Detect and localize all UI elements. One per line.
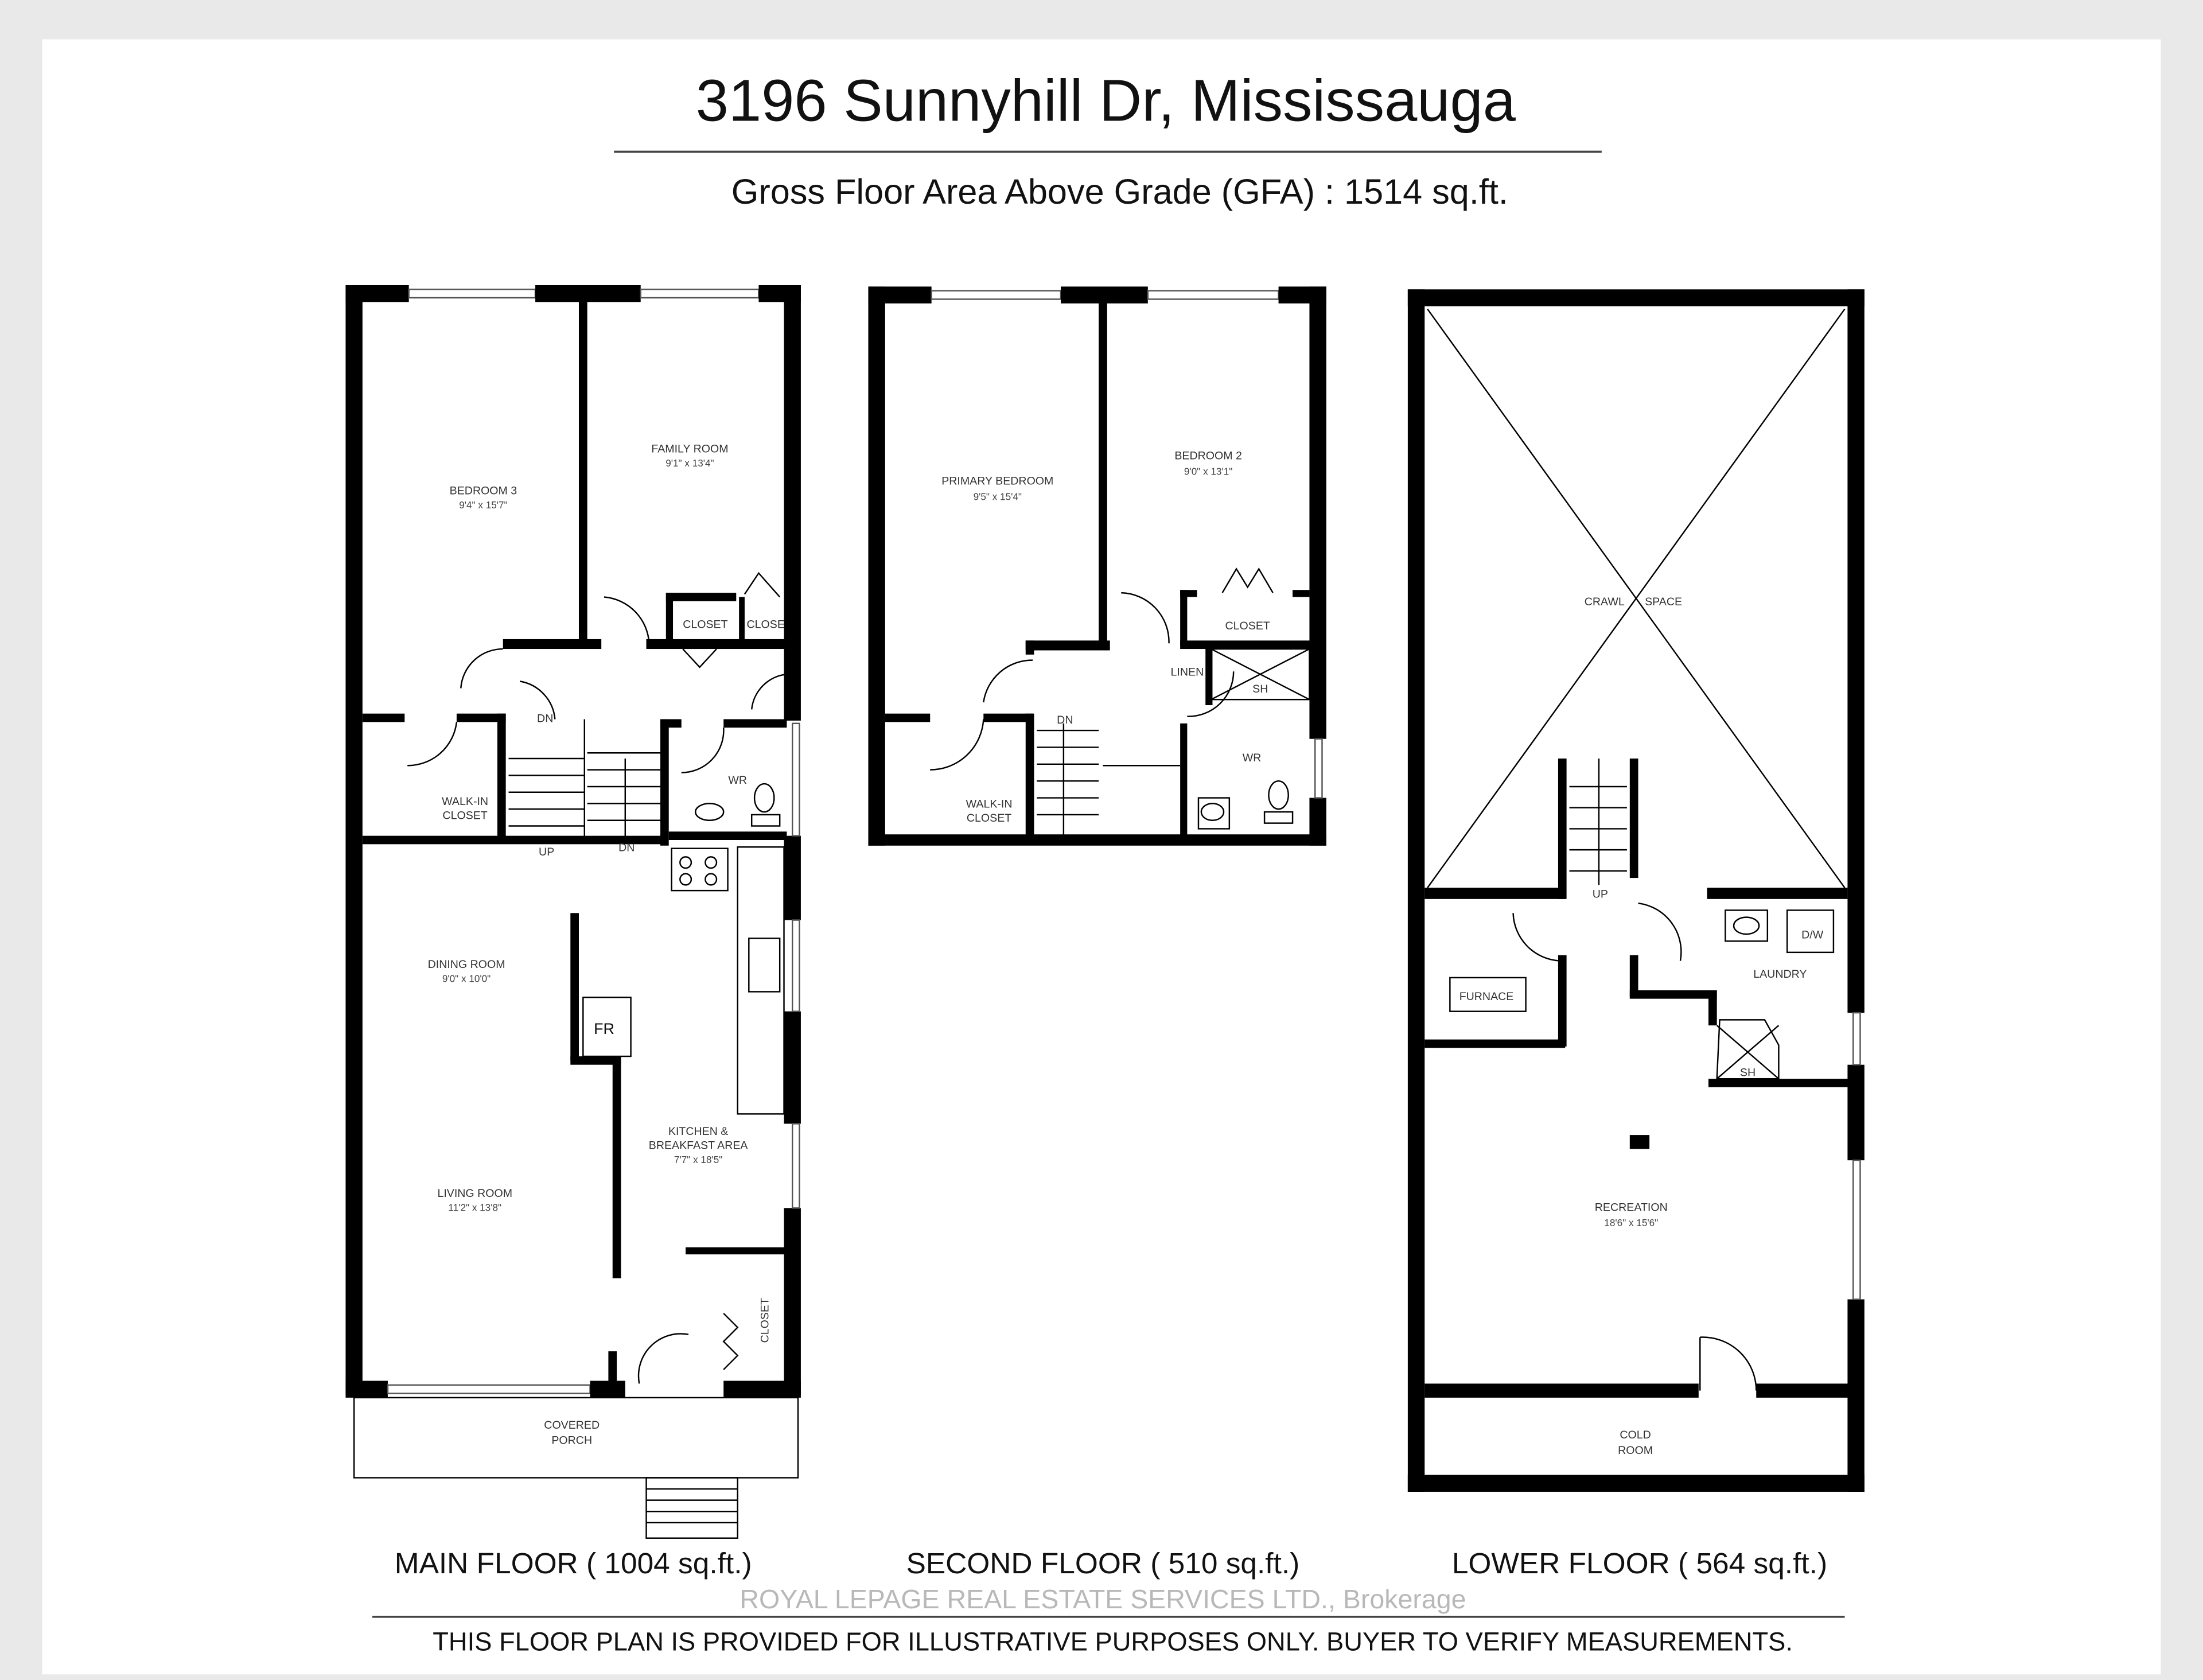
label-closet: CLOSET bbox=[1225, 620, 1270, 632]
room-primary-bedroom-dims: 9'5" x 15'4" bbox=[974, 491, 1022, 503]
label-wr: WR bbox=[728, 774, 747, 787]
label-shower: SH bbox=[1252, 683, 1268, 695]
main-floor-plan bbox=[345, 285, 801, 1539]
label-closet: CLOSE bbox=[747, 618, 785, 631]
room-bedroom-3: BEDROOM 3 bbox=[450, 485, 517, 497]
label-covered-porch: PORCH bbox=[551, 1434, 592, 1447]
label-cold-room: ROOM bbox=[1618, 1444, 1653, 1457]
label-walk-in-closet: WALK-IN bbox=[442, 795, 488, 808]
disclaimer: THIS FLOOR PLAN IS PROVIDED FOR ILLUSTRA… bbox=[433, 1627, 1793, 1656]
room-living-room-dims: 11'2" x 13'8" bbox=[448, 1201, 501, 1213]
label-fridge: FR bbox=[594, 1020, 614, 1037]
label-furnace: FURNACE bbox=[1459, 990, 1514, 1003]
label-stairs-dn: DN bbox=[618, 842, 635, 854]
brokerage-watermark: ROYAL LEPAGE REAL ESTATE SERVICES LTD., … bbox=[739, 1584, 1466, 1614]
room-kitchen-dims: 7'7" x 18'5" bbox=[674, 1154, 722, 1165]
room-recreation: RECREATION bbox=[1595, 1201, 1668, 1214]
room-kitchen: KITCHEN & bbox=[668, 1125, 728, 1138]
label-stairs-up: UP bbox=[539, 846, 554, 858]
room-kitchen: BREAKFAST AREA bbox=[649, 1140, 749, 1152]
label-wr: WR bbox=[1243, 752, 1262, 764]
main-floor-label: MAIN FLOOR ( 1004 sq.ft.) bbox=[395, 1546, 752, 1580]
label-stairs-dn: DN bbox=[1057, 714, 1073, 726]
label-shower: SH bbox=[1740, 1066, 1756, 1079]
label-walk-in-closet: CLOSET bbox=[442, 809, 487, 822]
label-walk-in-closet: WALK-IN bbox=[966, 798, 1013, 811]
second-floor-plan bbox=[868, 286, 1326, 846]
room-family-room-dims: 9'1" x 13'4" bbox=[665, 457, 714, 469]
gfa-subtitle: Gross Floor Area Above Grade (GFA) : 151… bbox=[731, 172, 1508, 211]
label-dishwasher: D/W bbox=[1801, 928, 1824, 941]
room-dining-room-dims: 9'0" x 10'0" bbox=[442, 973, 491, 984]
room-family-room: FAMILY ROOM bbox=[651, 442, 728, 455]
room-dining-room: DINING ROOM bbox=[428, 958, 505, 971]
room-primary-bedroom: PRIMARY BEDROOM bbox=[941, 475, 1053, 488]
lower-floor-label: LOWER FLOOR ( 564 sq.ft.) bbox=[1452, 1546, 1827, 1580]
label-closet: CLOSET bbox=[759, 1298, 772, 1343]
label-closet: CLOSET bbox=[683, 618, 727, 631]
label-laundry: LAUNDRY bbox=[1753, 968, 1807, 981]
label-cold-room: COLD bbox=[1620, 1429, 1651, 1441]
label-stairs-up: UP bbox=[1593, 888, 1608, 900]
room-bedroom-2-dims: 9'0" x 13'1" bbox=[1184, 465, 1232, 477]
room-bedroom-3-dims: 9'4" x 15'7" bbox=[459, 499, 507, 511]
page-title: 3196 Sunnyhill Dr, Mississauga bbox=[696, 68, 1516, 134]
label-walk-in-closet: CLOSET bbox=[967, 812, 1011, 825]
lower-floor-plan bbox=[1407, 289, 1865, 1492]
room-living-room: LIVING ROOM bbox=[437, 1187, 512, 1200]
room-recreation-dims: 18'6" x 15'6" bbox=[1604, 1217, 1658, 1228]
second-floor-label: SECOND FLOOR ( 510 sq.ft.) bbox=[906, 1546, 1300, 1580]
label-covered-porch: COVERED bbox=[544, 1419, 600, 1432]
label-linen: LINEN bbox=[1171, 666, 1204, 679]
label-stairs-dn: DN bbox=[537, 712, 553, 725]
room-bedroom-2: BEDROOM 2 bbox=[1174, 450, 1242, 462]
